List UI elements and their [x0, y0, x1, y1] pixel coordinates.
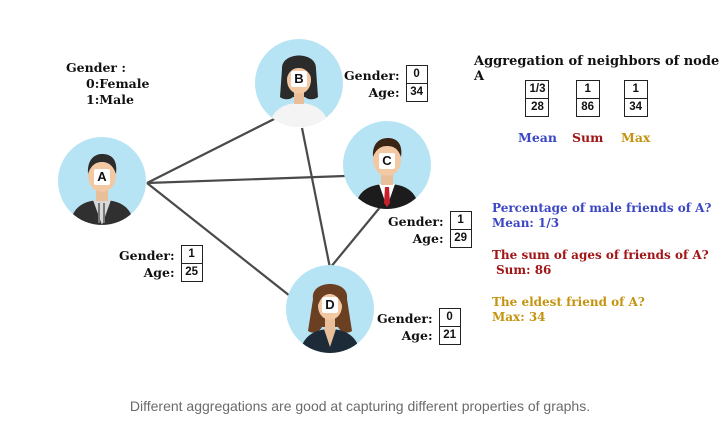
feature-vector: 1 29	[449, 211, 472, 248]
question-text: The eldest friend of A?	[492, 295, 645, 309]
edge-c-d	[329, 199, 387, 269]
age-value: 21	[439, 326, 460, 344]
answer-text: Mean: 1/3	[492, 216, 560, 230]
aggregated-gender: 1/3	[529, 83, 546, 95]
feature-vector: 0 21	[438, 308, 461, 345]
aggregation-title: Aggregation of neighbors of node A	[474, 54, 720, 84]
aggregated-vector: 1 86	[575, 80, 600, 117]
age-value: 29	[450, 229, 471, 247]
legend-title: Gender :	[66, 60, 126, 75]
gender-label: Gender:	[344, 68, 400, 83]
figure-caption: Different aggregations are good at captu…	[129, 398, 591, 414]
edge-a-c	[146, 174, 346, 185]
aggregation-name: Sum	[572, 130, 604, 145]
node-c: C	[343, 121, 431, 209]
node-a-label: A	[94, 169, 110, 185]
age-label: Age:	[143, 265, 175, 280]
feature-vector: 0 34	[405, 65, 428, 102]
gender-value: 1	[457, 214, 464, 226]
aggregated-gender: 1	[584, 83, 591, 95]
gender-value: 0	[413, 68, 420, 80]
question-sum: The sum of ages of friends of A? Sum: 86	[492, 248, 709, 278]
node-a: A	[58, 137, 146, 225]
aggregated-age: 86	[576, 98, 599, 116]
age-value: 25	[181, 263, 202, 281]
aggregated-vector: 1 34	[623, 80, 648, 117]
age-label: Age:	[412, 231, 444, 246]
gender-label: Gender:	[377, 311, 433, 326]
age-label: Age:	[368, 85, 400, 100]
gender-value: 0	[446, 311, 453, 323]
edge-a-d	[146, 182, 291, 297]
gender-legend: Gender : 0:Female 1:Male	[66, 60, 149, 108]
node-b-label: B	[291, 71, 307, 87]
question-mean: Percentage of male friends of A? Mean: 1…	[492, 201, 711, 231]
aggregated-gender: 1	[632, 83, 639, 95]
question-text: The sum of ages of friends of A?	[492, 248, 709, 262]
aggregation-mean: 1/3 28 Mean	[518, 80, 557, 145]
node-d-label: D	[322, 297, 338, 313]
aggregated-age: 34	[624, 98, 647, 116]
question-text: Percentage of male friends of A?	[492, 201, 712, 215]
legend-female: 0:Female	[86, 76, 150, 91]
age-label: Age:	[401, 328, 433, 343]
node-c-attributes: Gender: Age: 1 29	[388, 211, 472, 248]
age-value: 34	[406, 83, 427, 101]
answer-text: Sum: 86	[496, 263, 552, 277]
aggregation-name: Mean	[518, 130, 557, 145]
aggregated-vector: 1/3 28	[525, 80, 550, 117]
gender-value: 1	[188, 248, 195, 260]
aggregation-name: Max	[621, 130, 651, 145]
graph-figure: Gender : 0:Female 1:Male A B	[58, 39, 720, 353]
gender-label: Gender:	[119, 248, 175, 263]
gender-label: Gender:	[388, 214, 444, 229]
edge-b-d	[300, 127, 332, 269]
feature-vector: 1 25	[180, 245, 203, 282]
node-d: D	[286, 265, 374, 353]
node-d-attributes: Gender: Age: 0 21	[377, 308, 461, 345]
answer-text: Max: 34	[492, 310, 546, 324]
aggregated-age: 28	[526, 98, 549, 116]
node-a-attributes: Gender: Age: 1 25	[119, 245, 203, 282]
node-b-attributes: Gender: Age: 0 34	[344, 65, 428, 102]
question-max: The eldest friend of A? Max: 34	[492, 295, 645, 325]
aggregation-sum: 1 86 Sum	[572, 80, 603, 145]
legend-male: 1:Male	[86, 92, 134, 107]
node-c-label: C	[379, 153, 395, 169]
aggregation-max: 1 34 Max	[621, 80, 650, 145]
node-b: B	[255, 39, 343, 127]
